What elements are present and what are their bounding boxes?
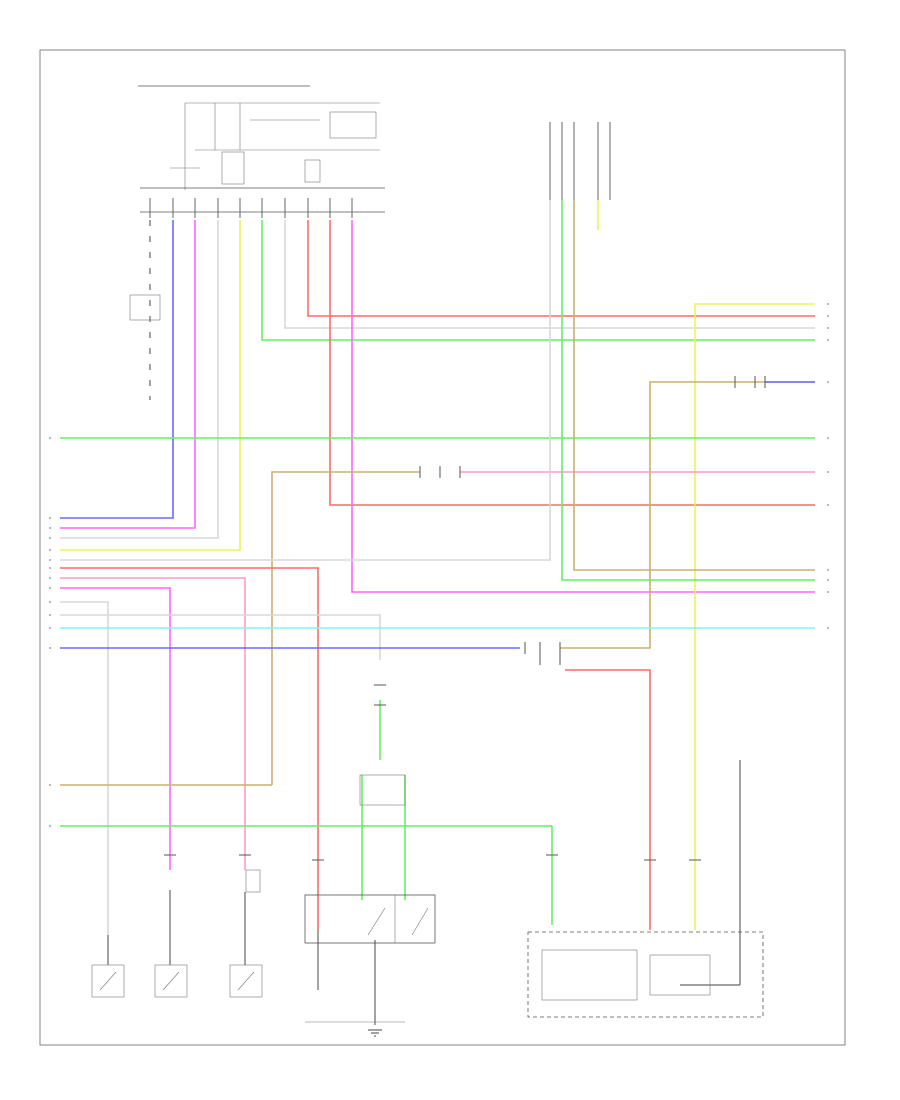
left-terminals xyxy=(49,437,51,827)
wire-yellow-right xyxy=(694,303,815,930)
wire-red-top-right xyxy=(307,220,815,317)
wire-violet-right xyxy=(351,220,815,593)
top-right-sensor xyxy=(549,122,611,200)
wire-green-sensor xyxy=(561,200,815,581)
bottom-right-module xyxy=(527,931,764,1018)
lower-leads xyxy=(107,760,741,1025)
wire-pink-left xyxy=(60,577,246,870)
top-module-pins xyxy=(149,198,353,218)
switch-boxes xyxy=(91,964,263,998)
wire-yellow-left xyxy=(60,220,241,551)
wire-white-sensor xyxy=(60,200,551,561)
wire-blue-left xyxy=(60,220,174,519)
wire-red-mid xyxy=(329,220,815,506)
ground-icon xyxy=(368,1029,382,1037)
diagram-frame xyxy=(39,49,846,1046)
wire-tan-mid xyxy=(271,471,420,785)
wire-tan-sensor xyxy=(573,200,815,571)
wire-tan-right xyxy=(560,381,815,649)
wire-violet-left-2 xyxy=(60,587,171,870)
wire-white-left-2 xyxy=(60,601,109,935)
wire-violet-left xyxy=(60,220,196,529)
wire-white-left xyxy=(60,220,219,539)
connector-marks xyxy=(164,376,766,861)
wires xyxy=(60,200,815,935)
wire-red-right-low xyxy=(565,669,651,930)
top-module xyxy=(138,85,385,218)
wire-white-top-right xyxy=(284,220,815,329)
relay-module xyxy=(304,894,436,1023)
right-terminals xyxy=(827,303,829,629)
wire-red-left-1 xyxy=(60,567,319,930)
connector-block-1 xyxy=(245,869,261,893)
wire-white-down xyxy=(60,614,381,660)
wire-green-top-right xyxy=(261,220,815,341)
connector-block-2 xyxy=(359,774,406,806)
